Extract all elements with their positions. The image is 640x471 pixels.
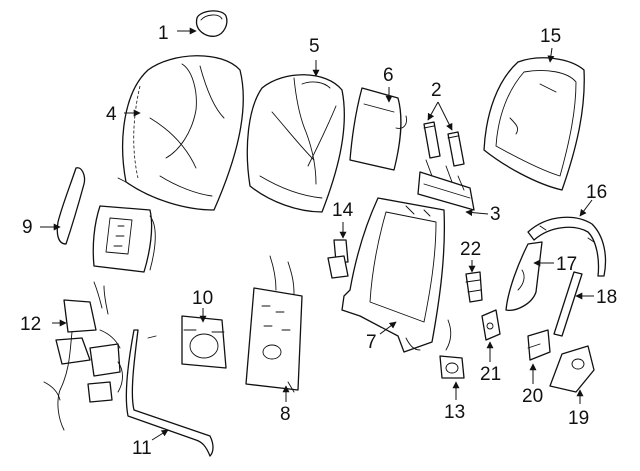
part-side-rod [553,271,583,337]
callout-7: 7 [366,332,377,353]
part-trim-panel [349,87,407,171]
callout-18: 18 [596,287,617,308]
callout-12: 12 [20,314,41,335]
part-lumbar-unit [92,205,156,273]
part-side-wire [56,167,86,245]
callout-13: 13 [444,402,465,423]
leader-3 [465,209,489,217]
part-seal [439,319,465,379]
part-lower-bracket [527,329,551,361]
leader-2b [437,101,453,131]
callout-3: 3 [490,204,501,225]
callout-17: 17 [556,254,577,275]
leader-16 [579,199,593,217]
part-side-cover [549,345,595,393]
part-back-plate [245,255,303,393]
callout-22: 22 [460,239,481,260]
part-lumbar-plate [181,315,227,369]
callout-20: 20 [522,386,543,407]
callout-10: 10 [192,288,213,309]
callout-6: 6 [383,65,394,86]
part-cap [481,309,501,341]
leader-11 [151,429,169,441]
part-back-panel [483,57,585,191]
callout-21: 21 [480,364,501,385]
part-wiring-harness [43,281,123,431]
callout-11: 11 [132,438,152,459]
part-headrest-bracket [417,159,475,211]
leader-15 [547,47,555,63]
leader-lines [40,27,594,441]
part-headrest [195,10,228,37]
part-side-bracket [505,241,543,311]
callout-9: 9 [22,217,33,238]
callout-19: 19 [568,408,589,429]
part-lower-wire [125,329,214,457]
part-connector [327,239,349,279]
part-seat-back-pad [246,74,345,213]
callout-labels: 1 4 5 6 2 3 15 9 14 16 22 17 18 12 10 7 … [20,23,617,459]
callout-14: 14 [332,200,354,221]
callout-4: 4 [106,104,117,125]
part-seat-back-cover [117,55,244,211]
callout-15: 15 [540,26,561,47]
callout-2: 2 [431,80,442,101]
callout-5: 5 [309,36,320,57]
leader-7 [379,321,397,335]
part-upper-frame-bar [527,216,607,277]
callout-8: 8 [280,404,291,425]
leader-2a [427,101,439,121]
part-clip [465,271,483,303]
part-headrest-guides [423,121,465,167]
part-seat-back-frame [341,197,446,353]
callout-1: 1 [158,23,169,44]
callout-16: 16 [586,182,607,203]
